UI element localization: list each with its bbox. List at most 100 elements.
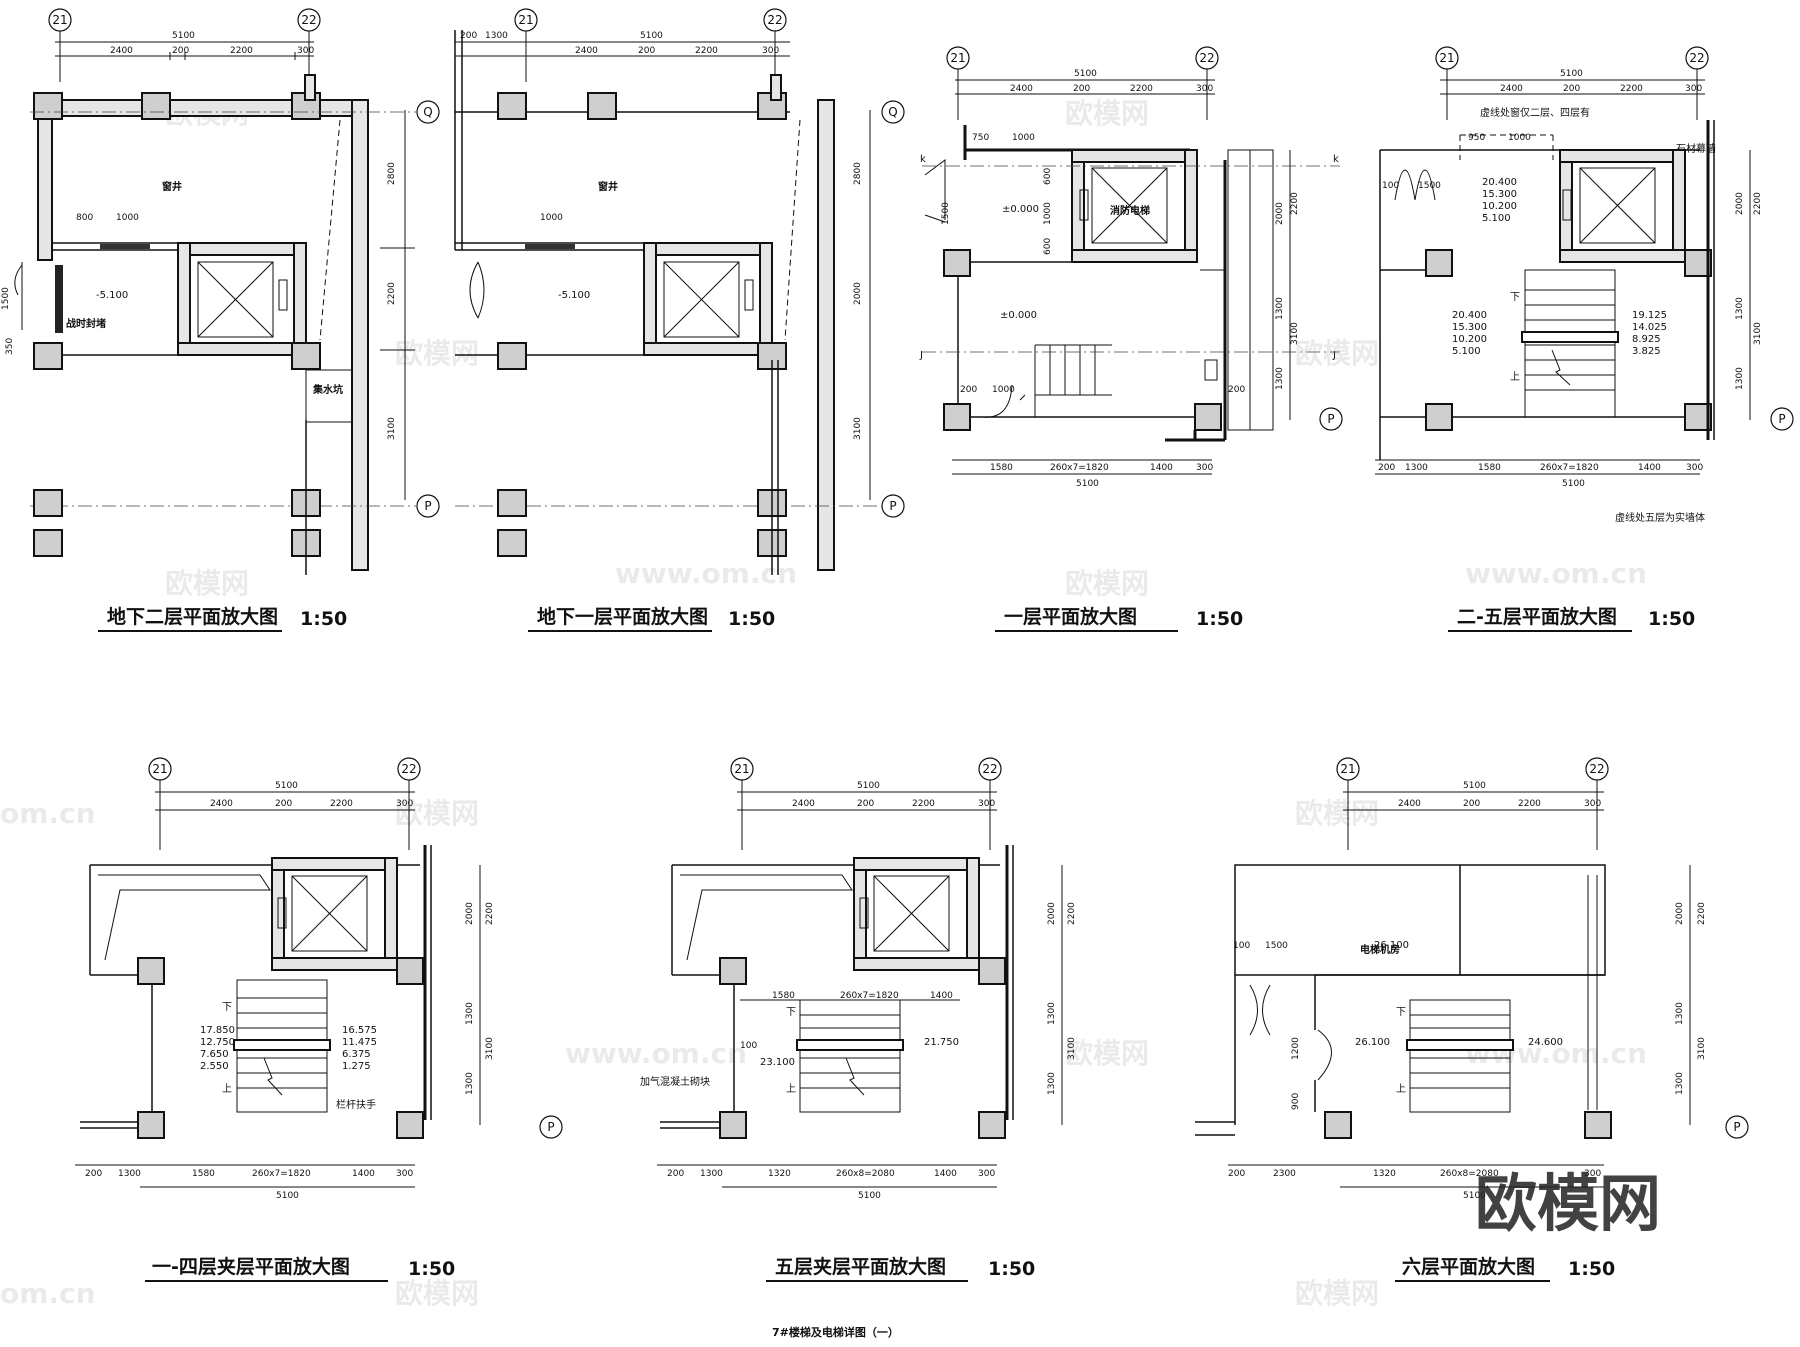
dim-200: 200 [857,799,874,809]
dim-3100: 3100 [387,417,397,440]
watermark-url: www.om.cn [615,557,797,590]
axis-label-P: P [424,499,431,513]
dim-1300: 1300 [1047,1002,1057,1025]
dim-2000: 2000 [465,902,475,925]
plan-mezz-1-4: 21 22 5100 2400 200 2200 300 [75,757,563,1201]
dim-200: 200 [1228,385,1245,395]
plan-title: 六层平面放大图 [1402,1255,1535,1278]
dim-300: 300 [1196,84,1213,94]
dim-5100: 5100 [1463,1191,1486,1201]
level: 10.200 [1482,201,1517,212]
dim-3100: 3100 [1697,1037,1707,1060]
dim-5100: 5100 [640,31,663,41]
axis-label-P: P [547,1120,554,1134]
axis-label-Q: Q [888,105,897,119]
level: 3.825 [1632,346,1661,357]
dim-1580: 1580 [192,1169,215,1179]
axis-label-P: P [1778,412,1785,426]
dim-1000: 1000 [1508,133,1531,143]
dim-1300: 1300 [1675,1002,1685,1025]
watermark: 欧模网 [165,567,249,600]
axis-label-21: 21 [518,13,533,27]
dim-1580: 1580 [990,463,1013,473]
dim-5100: 5100 [858,1191,881,1201]
plan-title: 二-五层平面放大图 [1457,605,1617,628]
dim-2200: 2200 [1067,902,1077,925]
dim-1400: 1400 [1638,463,1661,473]
label-down: 下 [1510,292,1520,303]
dim-run8: 260x8=2080 [836,1169,895,1179]
dim-1000: 1000 [1043,202,1053,225]
dim-100: 100 [1233,941,1250,951]
label-down: 下 [222,1002,232,1013]
dim-200: 200 [1228,1169,1245,1179]
dim-300: 300 [297,46,314,56]
dim-2800: 2800 [387,162,397,185]
axis-label-21: 21 [1340,762,1355,776]
dim-1000: 1000 [1012,133,1035,143]
room-label-wartime: 战时封堵 [66,317,106,330]
dim-200: 200 [275,799,292,809]
dim-3100: 3100 [1290,322,1300,345]
plan-scale: 1:50 [728,608,775,630]
level: 7.650 [200,1049,229,1060]
plan-title: 地下一层平面放大图 [537,605,708,628]
plan-scale: 1:50 [1196,608,1243,630]
axis-label-21: 21 [1439,51,1454,65]
dim-200: 200 [172,46,189,56]
dim-300: 300 [1584,1169,1601,1179]
dim-800: 800 [76,213,93,223]
section-mark-j: J [919,350,923,361]
section-mark-j: J [1332,350,1336,361]
dim-300: 300 [762,46,779,56]
dim-200: 200 [1378,463,1395,473]
dim-1300: 1300 [118,1169,141,1179]
dim-1300: 1300 [465,1072,475,1095]
dim-run7: 260x7=1820 [1540,463,1599,473]
level: 20.400 [1452,310,1487,321]
plan-scale: 1:50 [408,1258,455,1280]
dim-1300: 1300 [1675,1072,1685,1095]
dim-1000: 1000 [992,385,1015,395]
dim-2300: 2300 [1273,1169,1296,1179]
note-solid: 虚线处五层为实墙体 [1615,511,1705,524]
dim-2200: 2200 [1697,902,1707,925]
axis-bubble-P [416,494,440,518]
level: 2.550 [200,1061,229,1072]
label-railing: 栏杆扶手 [336,1098,376,1111]
level: 19.125 [1632,310,1667,321]
dim-900: 900 [1291,1093,1301,1110]
dim-1500: 1500 [941,202,951,225]
level: 6.375 [342,1049,371,1060]
label-down: 下 [1396,1007,1406,1018]
dim-2200: 2200 [230,46,253,56]
watermark: 欧模网 [1065,1037,1149,1070]
dim-2200: 2200 [1620,84,1643,94]
axis-label-P: P [1327,412,1334,426]
level-5-a: 23.100 [760,1057,795,1068]
dim-1300: 1300 [700,1169,723,1179]
plan-f2-5: 21 22 5100 2400 200 2200 300 虚线处窗仅二层、四层有… [1375,46,1794,524]
section-mark-k: k [920,154,926,165]
dim-2200: 2200 [485,902,495,925]
label-up: 上 [222,1083,232,1095]
dim-3100: 3100 [485,1037,495,1060]
dim-2000: 2000 [853,282,863,305]
level: 8.925 [1632,334,1661,345]
room-label-machine-room: 电梯机房 [1360,943,1400,956]
axis-label-22: 22 [1199,51,1214,65]
dim-350: 350 [5,338,15,355]
axis-label-21: 21 [950,51,965,65]
dim-1500: 1500 [1,287,11,310]
dim-5100: 5100 [1463,781,1486,791]
level-pm0: ±0.000 [1000,310,1037,321]
axis-label-22: 22 [767,13,782,27]
dim-2000: 2000 [1675,902,1685,925]
dim-200: 200 [85,1169,102,1179]
dim-200: 200 [1073,84,1090,94]
room-label-fire-elevator: 消防电梯 [1110,204,1150,217]
section-mark-k: k [1333,154,1339,165]
dim-1300: 1300 [1735,297,1745,320]
dim-5100: 5100 [275,781,298,791]
axis-label-21: 21 [734,762,749,776]
